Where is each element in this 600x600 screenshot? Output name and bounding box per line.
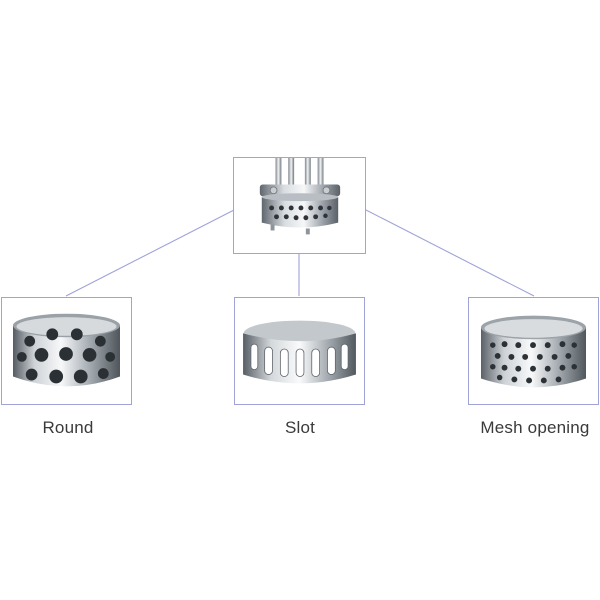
rotor-stator-mixing-head-icon <box>259 158 341 235</box>
option-label-mesh-opening: Mesh opening <box>480 418 590 437</box>
mesh-opening-stator-icon <box>480 315 587 388</box>
mesh-opening-option-frame <box>468 297 599 405</box>
round-option-frame <box>1 297 132 405</box>
option-label-slot: Slot <box>284 418 316 437</box>
mixing-head-frame <box>233 157 366 254</box>
option-label-round: Round <box>42 418 94 437</box>
round-hole-stator-icon <box>13 313 120 387</box>
connector-to-round <box>65 209 235 297</box>
slot-option-frame <box>234 297 365 405</box>
connector-to-mesh <box>365 209 535 297</box>
slot-stator-icon <box>243 320 356 384</box>
